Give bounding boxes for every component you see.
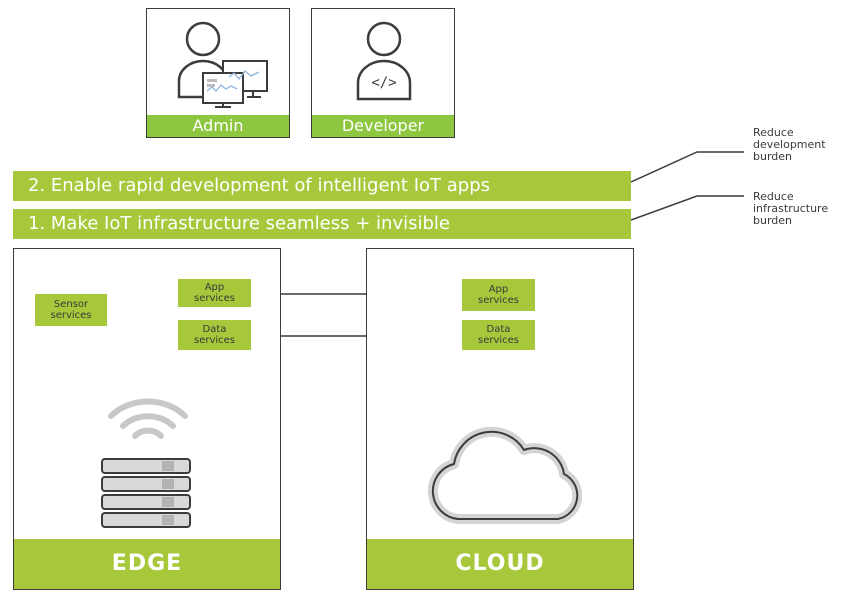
cloud-data-services: Data services xyxy=(462,320,535,350)
cloud-title: CLOUD xyxy=(367,539,633,589)
admin-persona: Admin xyxy=(146,8,290,138)
band-infrastructure-seamless: 1. Make IoT infrastructure seamless + in… xyxy=(13,209,631,239)
development-burden-leader xyxy=(630,151,744,183)
developer-user-code-icon: </> xyxy=(356,21,412,101)
infrastructure-burden-leader xyxy=(630,195,744,221)
svg-text:</>: </> xyxy=(371,75,396,91)
note-reduce-development-burden: Reduce development burden xyxy=(753,126,826,163)
developer-persona: </> Developer xyxy=(311,8,455,138)
wifi-signal-icon xyxy=(108,398,188,439)
admin-user-with-monitors-icon xyxy=(177,21,268,108)
edge-sensor-services: Sensor services xyxy=(35,294,107,326)
edge-title: EDGE xyxy=(14,539,280,589)
note-reduce-infrastructure-burden: Reduce infrastructure burden xyxy=(753,190,829,227)
edge-data-services: Data services xyxy=(178,320,251,350)
cloud-app-services: App services xyxy=(462,279,535,311)
developer-label: Developer xyxy=(312,115,454,137)
admin-label: Admin xyxy=(147,115,289,137)
cloud-icon xyxy=(427,426,582,524)
band-rapid-development: 2. Enable rapid development of intellige… xyxy=(13,171,631,201)
server-stack-icon xyxy=(101,458,191,528)
edge-app-services: App services xyxy=(178,279,251,307)
